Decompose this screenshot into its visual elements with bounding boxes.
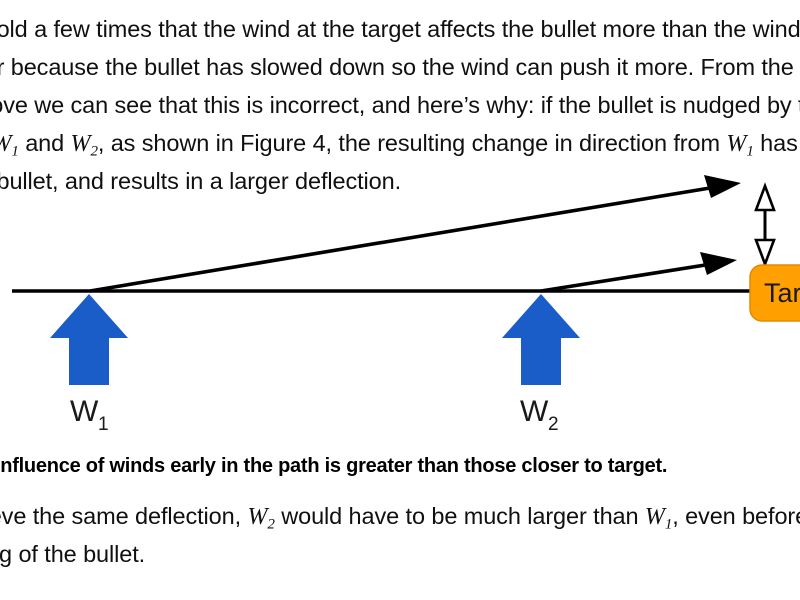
figure-caption: Figure 4 - The influence of winds early … [0,455,668,477]
symbol-w: W [247,504,268,530]
text-line: I have been told a few times that the wi… [0,10,800,48]
trajectory-w2 [540,252,737,293]
symbol-w-subscript: 1 [664,516,673,533]
wind-arrow-w1-subscript: 1 [98,414,109,435]
text-run: Also, to achieve the same deflection, [0,503,242,529]
text-run: would have to be much larger than [274,503,645,529]
symbol-w: W [644,504,665,530]
text-run: diagrams above we can see that this is i… [0,92,800,118]
wind-arrow-w1-label: W [70,395,99,428]
symbol-w-subscript: 1 [746,143,754,160]
text-line: diagrams above we can see that this is i… [0,86,800,124]
symbol-w-subscript: 2 [267,516,275,533]
paragraph-bottom: Also, to achieve the same deflection, W2… [0,497,800,573]
target-box: Target [749,264,800,322]
text-line: at the shooter because the bullet has sl… [0,48,800,86]
trajectory-w1 [89,175,741,293]
text-run: , even before accounting [672,503,800,529]
symbol-w: W [726,131,747,157]
symbol-w-subscript: 1 [11,143,19,160]
text-run: and [18,130,71,156]
wind-arrow-w2-icon: W 2 [502,294,580,435]
deflection-difference-marker [754,182,776,268]
text-run: to act on the bullet, and results in a l… [0,168,402,194]
figure-4-wind-deflection: Shooter Target W 1 W 2 [0,168,800,440]
symbol-w: W [70,131,91,157]
wind-arrow-w2-subscript: 2 [548,414,559,435]
text-run: , as shown in Figure 4, the resulting ch… [97,130,727,156]
symbol-w-subscript: 2 [90,143,98,160]
text-line-with-symbols: equal winds W1 and W2, as shown in Figur… [0,124,800,162]
target-box-label: Target [764,278,800,308]
symbol-w: W [0,131,11,157]
text-run: has longer [760,130,800,156]
text-line: for the slowing of the bullet. [0,535,800,573]
text-run: I have been told a few times that the wi… [0,16,800,42]
text-run: at the shooter because the bullet has sl… [0,54,794,80]
wind-arrow-w1-icon: W 1 [50,294,128,435]
text-run: for the slowing of the bullet. [0,541,146,567]
wind-arrow-w2-label: W [520,395,549,428]
text-line: to act on the bullet, and results in a l… [0,162,800,200]
paragraph-top: I have been told a few times that the wi… [0,10,800,200]
text-line-with-symbols: Also, to achieve the same deflection, W2… [0,497,800,535]
